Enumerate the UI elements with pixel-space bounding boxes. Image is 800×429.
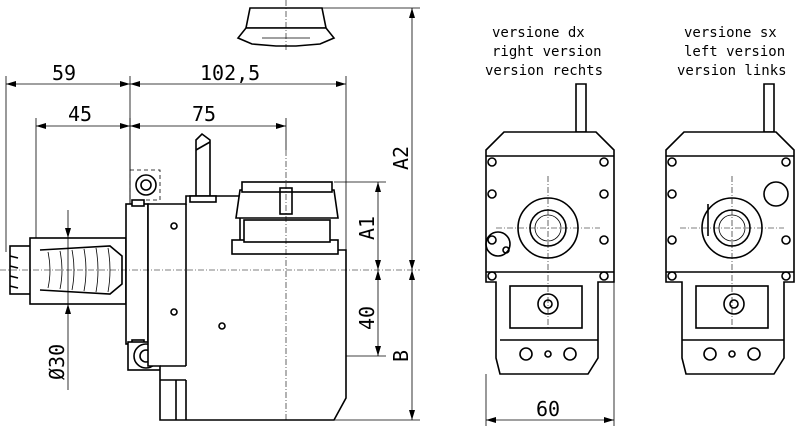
dim-a2: A2	[389, 146, 413, 170]
right-version-view: versione dx right version version rechts	[485, 25, 615, 375]
left-version-view: versione sx left version version links	[665, 25, 795, 375]
side-view	[0, 132, 420, 421]
left-version-label-1: versione sx	[684, 25, 777, 41]
dim-b: B	[389, 350, 413, 362]
dimension-lines	[5, 7, 420, 421]
dim-40: 40	[355, 306, 379, 330]
right-version-label-2: right version	[492, 44, 602, 60]
right-version-label-1: versione dx	[492, 25, 585, 41]
dim-60: 60	[536, 397, 560, 421]
dim-d30: Ø30	[45, 344, 69, 380]
right-version-label-3: version rechts	[485, 63, 603, 79]
left-version-label-2: left version	[684, 44, 785, 60]
dim-102-5: 102,5	[200, 61, 260, 85]
dimension-texts: 59 102,5 45 75 A2 A1 40 B Ø30	[45, 61, 413, 380]
dim-a1: A1	[355, 216, 379, 240]
dim-60-group: 60	[485, 282, 615, 426]
dim-59: 59	[52, 61, 76, 85]
dim-75: 75	[192, 102, 216, 126]
dim-45: 45	[68, 102, 92, 126]
left-version-label-3: version links	[677, 63, 787, 79]
top-collet-view	[236, 0, 336, 52]
